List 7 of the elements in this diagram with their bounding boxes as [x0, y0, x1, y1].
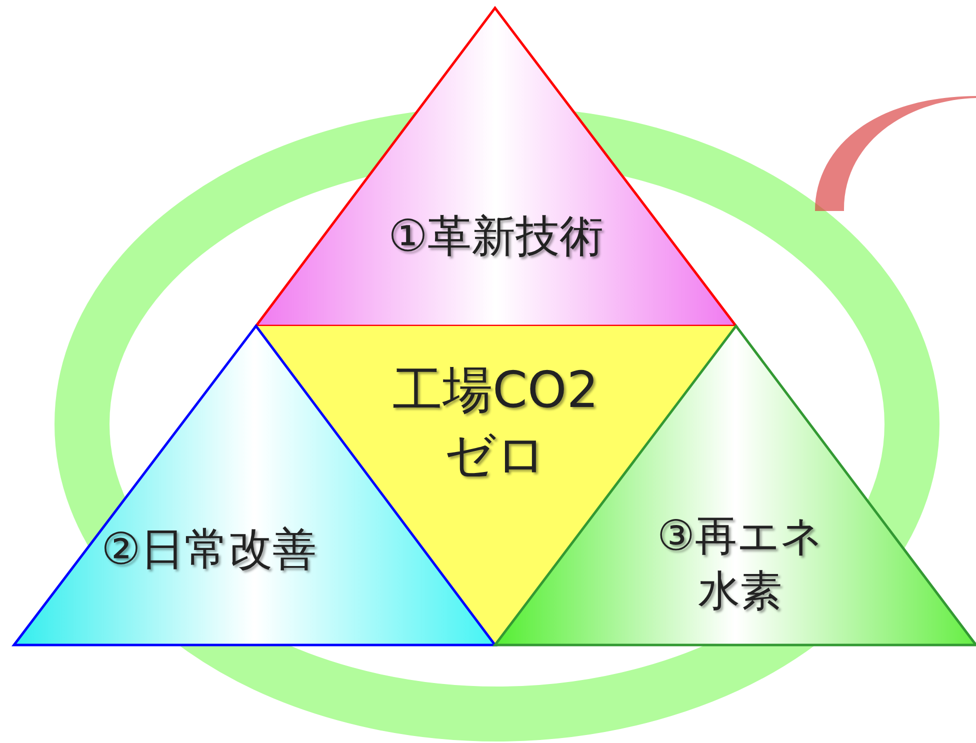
segment-label: 工場CO2ゼロ	[391, 360, 600, 486]
top-triangle	[256, 8, 736, 326]
segment-label: ②日常改善	[100, 523, 318, 577]
left-triangle	[14, 326, 495, 645]
segment-label: ③再エネ水素	[656, 510, 824, 617]
right-triangle	[495, 326, 976, 645]
segment-label: ①革新技術	[387, 210, 605, 264]
